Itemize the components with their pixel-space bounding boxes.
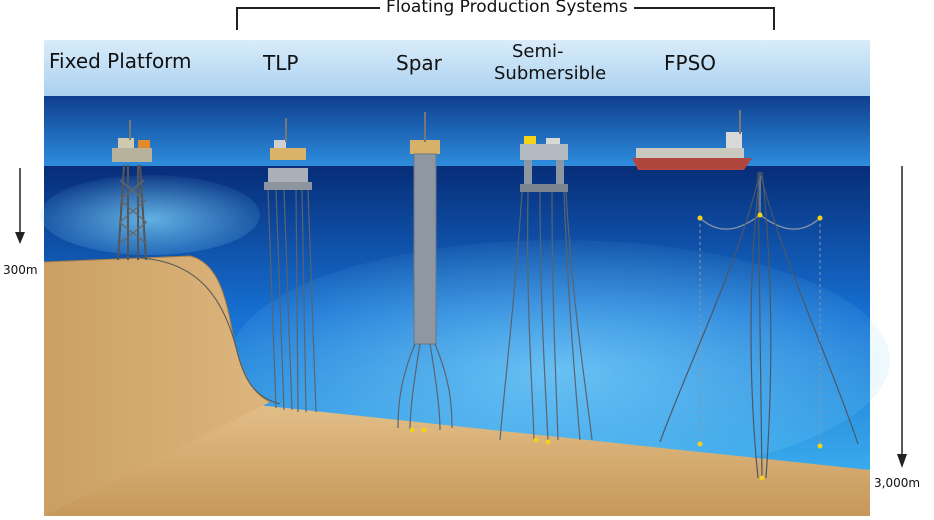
fpso-label: FPSO	[664, 51, 716, 75]
shelf-glow	[40, 175, 260, 255]
tlp-label: TLP	[263, 51, 298, 75]
shallow-depth-arrow	[15, 168, 25, 244]
semi-label-line1: Semi-	[512, 41, 564, 62]
deep-depth-label: 3,000m	[874, 476, 920, 490]
spar-label: Spar	[396, 51, 442, 75]
sea-surface	[44, 96, 870, 168]
deep-depth-arrow	[897, 166, 907, 468]
semi-label-line2: Submersible	[494, 63, 606, 84]
floating-production-systems-label: Floating Production Systems	[380, 0, 634, 17]
shallow-depth-label: 300m	[3, 263, 38, 277]
fixed-platform-label: Fixed Platform	[49, 49, 192, 73]
